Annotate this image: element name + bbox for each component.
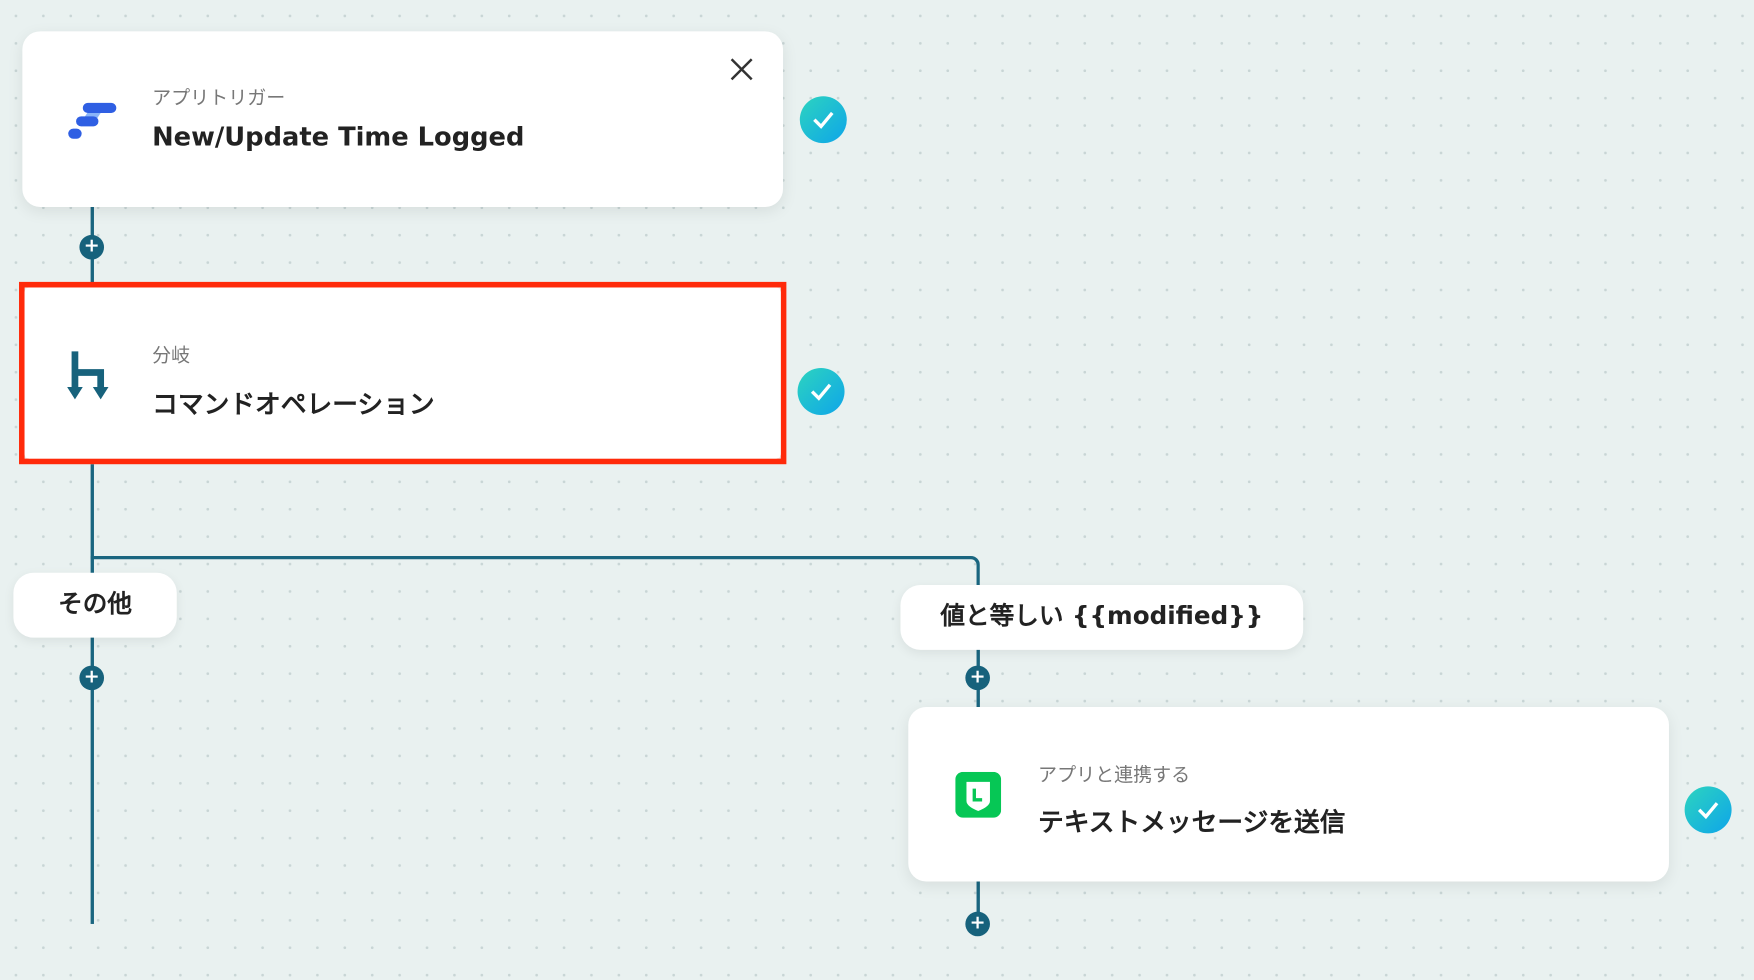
branch-icon xyxy=(67,351,109,400)
trigger-status-check[interactable] xyxy=(799,96,847,144)
connector xyxy=(976,879,980,924)
branch-status-check[interactable] xyxy=(797,368,845,416)
add-step-button[interactable]: + xyxy=(79,665,105,691)
check-icon xyxy=(813,111,834,129)
action-type-label: アプリと連携する xyxy=(1038,764,1191,787)
add-step-button[interactable]: + xyxy=(965,911,990,937)
close-icon[interactable] xyxy=(729,57,754,82)
branch-card[interactable]: 分岐 コマンドオペレーション xyxy=(24,287,781,459)
trigger-type-label: アプリトリガー xyxy=(152,87,286,110)
branch-other-pill[interactable]: その他 xyxy=(13,572,177,638)
app-logo-icon xyxy=(68,102,117,139)
branch-card-highlight xyxy=(19,281,787,465)
branch-title: コマンドオペレーション xyxy=(152,390,435,420)
connector xyxy=(90,464,94,924)
add-step-button[interactable]: + xyxy=(79,234,105,260)
branch-connector xyxy=(90,555,980,588)
line-app-icon xyxy=(955,771,1002,818)
check-icon xyxy=(1697,802,1719,820)
add-step-button[interactable]: + xyxy=(965,665,990,691)
trigger-card[interactable]: アプリトリガー New/Update Time Logged xyxy=(22,31,784,207)
branch-type-label: 分岐 xyxy=(152,344,191,367)
action-card[interactable]: アプリと連携する テキストメッセージを送信 xyxy=(908,706,1669,882)
check-icon xyxy=(810,383,832,401)
branch-condition-pill[interactable]: 値と等しい {{modified}} xyxy=(900,585,1304,650)
action-title: テキストメッセージを送信 xyxy=(1038,808,1346,838)
action-status-check[interactable] xyxy=(1684,786,1732,834)
trigger-title: New/Update Time Logged xyxy=(152,123,525,153)
